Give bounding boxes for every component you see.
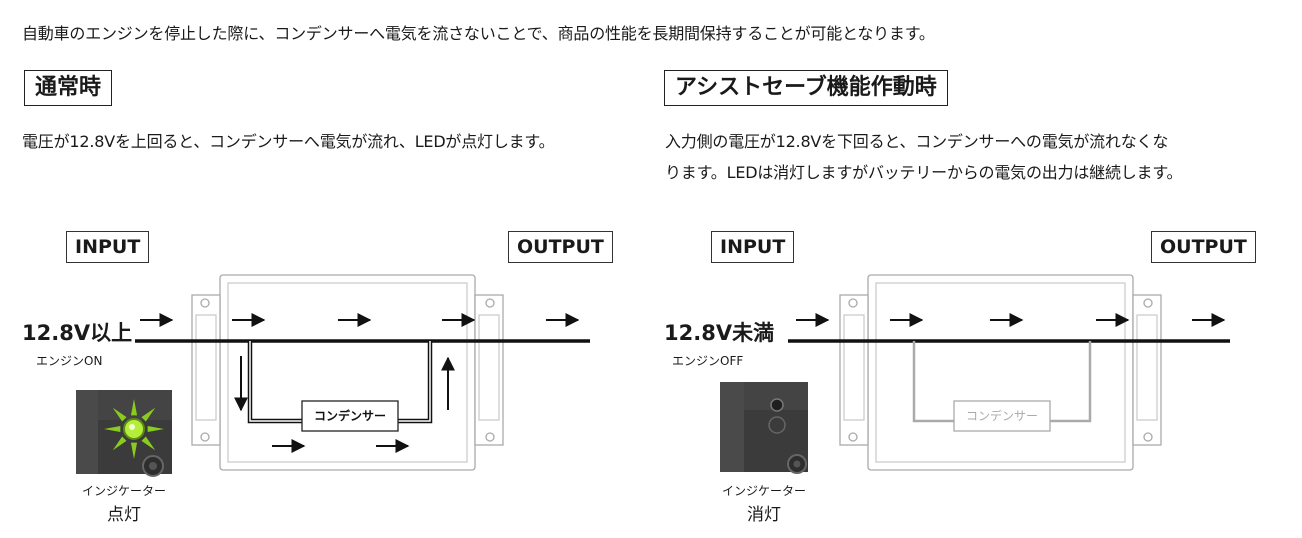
normal-flow-arrows	[140, 313, 580, 453]
assist-capacitor-box	[953, 400, 1051, 432]
led-glow-ray	[104, 425, 121, 433]
normal-indicator-state: 点灯	[107, 505, 141, 525]
normal-engine-label: エンジンON	[36, 354, 103, 368]
led-off	[770, 398, 784, 412]
normal-device-outline	[191, 274, 504, 471]
led-glow-ray	[112, 436, 127, 451]
assist-save-description: 入力側の電圧が12.8Vを下回ると、コンデンサーへの電気が流れなくな ります。L…	[665, 126, 1295, 188]
led-glow-ray	[147, 425, 164, 433]
normal-heading: 通常時	[24, 70, 113, 106]
assist-input-label: INPUT	[711, 231, 795, 263]
assist-save-heading: アシストセーブ機能作動時	[664, 70, 948, 106]
led-glow-ray	[130, 442, 138, 459]
normal-output-label: OUTPUT	[508, 231, 613, 263]
normal-capacitor-label: コンデンサー	[314, 408, 386, 423]
assist-voltage-label: 12.8V未満	[664, 321, 775, 345]
normal-description: 電圧が12.8Vを上回ると、コンデンサーへ電気が流れ、LEDが点灯します。	[22, 132, 555, 151]
assist-device-outline	[839, 274, 1162, 471]
assist-save-description-line2: ります。LEDは消灯しますがバッテリーからの電気の出力は継続します。	[665, 163, 1183, 182]
led-glow-ray	[130, 399, 138, 416]
intro-text: 自動車のエンジンを停止した際に、コンデンサーへ電気を流さないことで、商品の性能を…	[22, 24, 935, 43]
assist-indicator-state: 消灯	[747, 505, 781, 525]
assist-indicator-label: インジケーター	[721, 484, 806, 498]
normal-indicator-label: インジケーター	[81, 484, 166, 498]
led-glow-ray	[112, 407, 127, 422]
assist-output-label: OUTPUT	[1151, 231, 1256, 263]
normal-voltage-label: 12.8V以上	[22, 321, 133, 345]
led-glow-ray	[141, 436, 156, 451]
assist-capacitor-label: コンデンサー	[966, 408, 1038, 423]
normal-capacitor-box	[301, 400, 399, 432]
assist-engine-label: エンジンOFF	[672, 354, 744, 368]
assist-indicator-photo	[720, 382, 808, 474]
led-glow-ray	[141, 407, 156, 422]
normal-input-label: INPUT	[66, 231, 150, 263]
assist-save-description-line1: 入力側の電圧が12.8Vを下回ると、コンデンサーへの電気が流れなくな	[665, 132, 1169, 151]
led-glow	[104, 399, 164, 459]
